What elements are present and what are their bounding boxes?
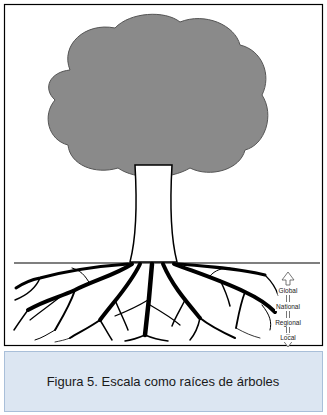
scale-label: Regional (274, 320, 302, 327)
figure-caption: Figura 5. Escala como raíces de árboles (30, 373, 296, 390)
scale-label: National (275, 304, 301, 311)
scale-label: Local (279, 335, 297, 342)
scale-label: Global (278, 288, 299, 295)
